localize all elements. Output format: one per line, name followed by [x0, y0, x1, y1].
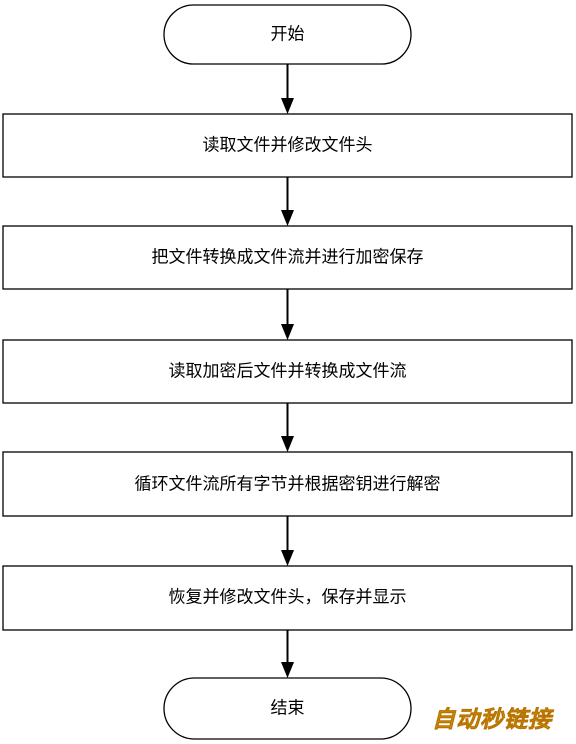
end-node-shape [163, 677, 412, 740]
arrow-2-head [281, 210, 294, 226]
step-1-label: 读取文件并修改文件头 [203, 136, 373, 156]
end-node-label: 结束 [271, 699, 305, 719]
watermark-logo: 自动秒链接 [432, 707, 555, 733]
arrow-2 [281, 177, 294, 226]
start-node: 开始 [163, 4, 412, 65]
step-1-box [2, 113, 573, 178]
step-2: 把文件转换成文件流并进行加密保存 [2, 225, 573, 290]
step-4-label: 循环文件流所有字节并根据密钥进行解密 [135, 475, 441, 495]
end-node: 结束 [163, 677, 412, 740]
arrow-4-head [281, 436, 294, 452]
step-5-label: 恢复并修改文件头，保存并显示 [169, 588, 407, 608]
step-1: 读取文件并修改文件头 [2, 113, 573, 178]
step-3: 读取加密后文件并转换成文件流 [2, 339, 573, 404]
arrow-1 [281, 64, 294, 114]
arrow-3-head [281, 324, 294, 340]
start-node-label: 开始 [271, 25, 305, 45]
step-2-label: 把文件转换成文件流并进行加密保存 [152, 248, 424, 268]
arrow-1-head [281, 98, 294, 114]
step-3-box [2, 339, 573, 404]
step-5: 恢复并修改文件头，保存并显示 [2, 565, 573, 631]
arrow-5 [281, 516, 294, 566]
arrow-6-head [281, 662, 294, 678]
step-5-box [2, 565, 573, 631]
step-3-label: 读取加密后文件并转换成文件流 [169, 362, 407, 382]
arrow-5-head [281, 550, 294, 566]
step-4-box [2, 451, 573, 517]
arrow-6 [281, 630, 294, 678]
step-4: 循环文件流所有字节并根据密钥进行解密 [2, 451, 573, 517]
arrow-4 [281, 403, 294, 452]
arrow-3 [281, 289, 294, 340]
